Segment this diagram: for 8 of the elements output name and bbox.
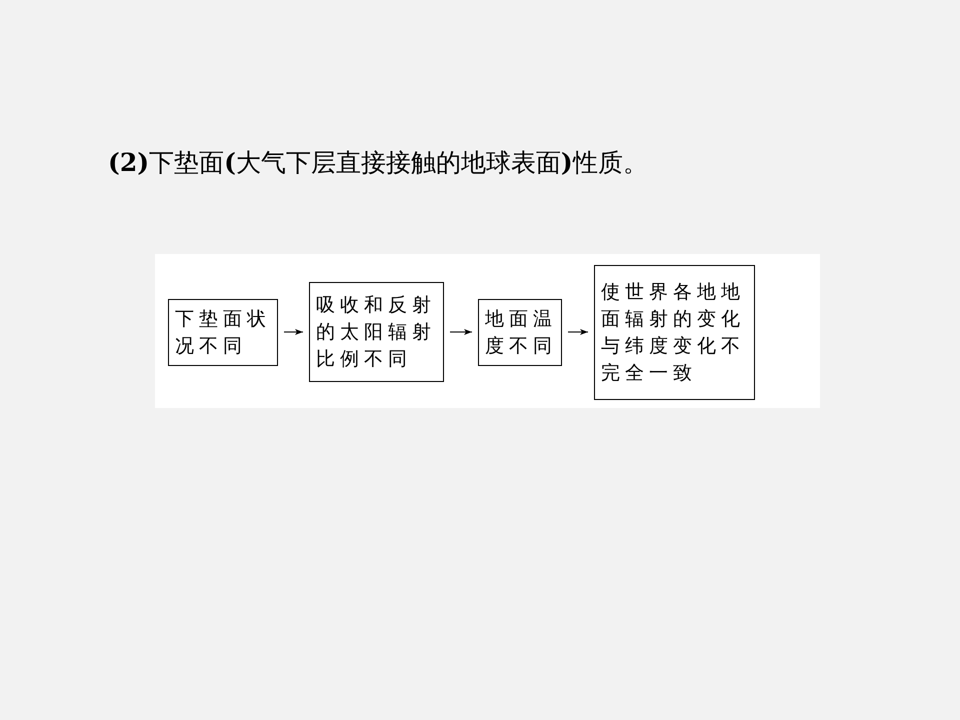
heading: (2)下垫面(大气下层直接接触的地球表面)性质。 bbox=[108, 147, 648, 179]
arrow bbox=[568, 329, 588, 335]
arrow bbox=[450, 329, 472, 335]
process-box: 下垫面状况不同 bbox=[168, 299, 278, 366]
arrow bbox=[284, 329, 304, 335]
process-box: 吸收和反射的太阳辐射比例不同 bbox=[309, 282, 444, 382]
process-box: 地面温度不同 bbox=[478, 299, 562, 366]
process-box: 使世界各地地面辐射的变化与纬度变化不完全一致 bbox=[594, 265, 755, 400]
